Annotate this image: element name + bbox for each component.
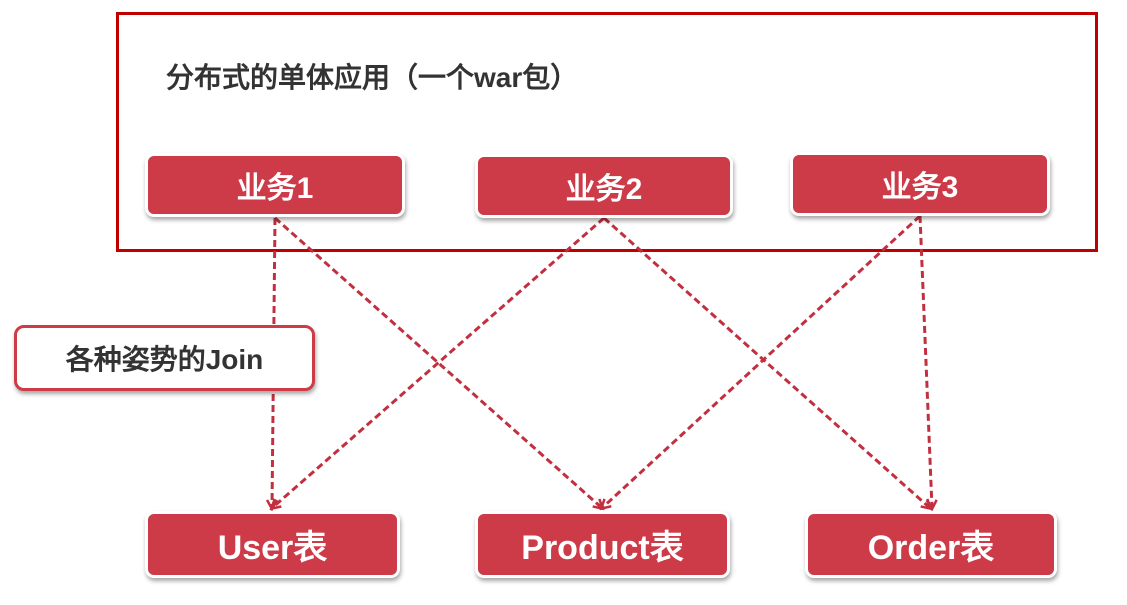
monolith-app-frame [116, 12, 1098, 252]
app-title: 分布式的单体应用（一个war包） [166, 62, 579, 93]
edge-biz3-order [918, 215, 932, 508]
table-box-order: Order表 [805, 511, 1057, 578]
business-box-1: 业务1 [145, 153, 405, 217]
business-box-2: 业务2 [475, 154, 733, 218]
join-label: 各种姿势的Join [14, 325, 315, 391]
edge-biz3-product [602, 214, 922, 508]
edge-biz1-order [274, 216, 602, 508]
table-box-user: User表 [145, 511, 400, 578]
business-box-3: 业务3 [790, 152, 1050, 216]
edge-biz2-user [272, 216, 605, 508]
edge-biz2-order [603, 216, 930, 508]
table-box-product: Product表 [475, 511, 730, 578]
